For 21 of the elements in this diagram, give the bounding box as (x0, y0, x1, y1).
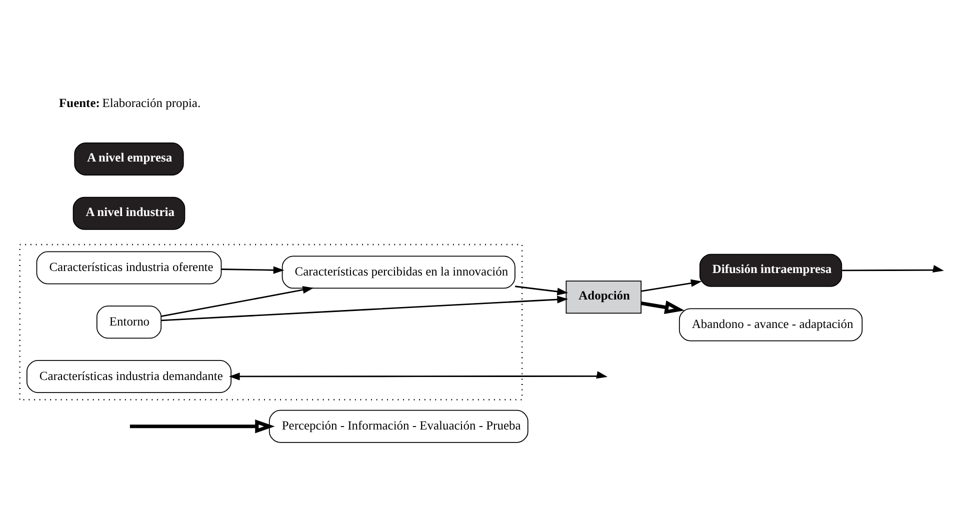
arrow (640, 300, 685, 314)
cluster (19, 243, 523, 400)
node-box: Características percibidas en la innovación (282, 255, 516, 288)
node-box: Entorno (96, 305, 162, 338)
label: Fuente: Elaboración propia. (59, 96, 201, 110)
node-box: Percepción - Información - Evaluación - Prueba (268, 409, 528, 442)
arrow (130, 419, 275, 433)
arrow (641, 278, 702, 292)
node-box: A nivel empresa (74, 142, 184, 175)
node-box: A nivel industria (72, 196, 186, 230)
node-box: Características industria demandante (26, 359, 232, 392)
node-box: Abandono - avance - adaptación (678, 308, 863, 341)
arrow (842, 264, 944, 272)
arrow (161, 286, 314, 316)
node-box: Características industria oferente (36, 250, 222, 284)
arrow (515, 285, 568, 295)
arrow (161, 295, 568, 321)
arrow (221, 266, 284, 274)
arrow (228, 370, 608, 380)
node-box: Difusión intraempresa (699, 253, 842, 286)
node-box: Adopción (566, 280, 642, 314)
